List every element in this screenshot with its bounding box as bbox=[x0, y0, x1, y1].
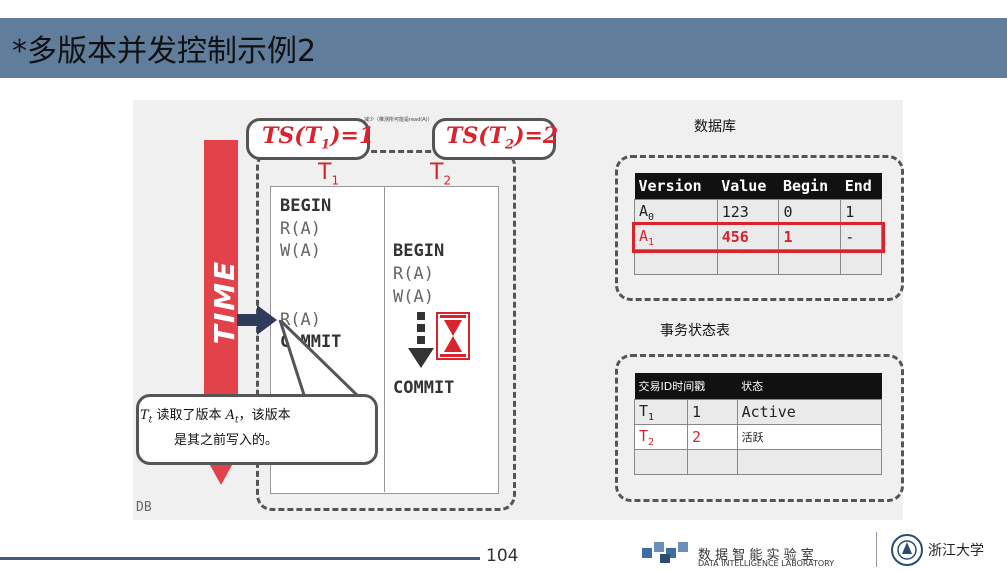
tiny-note: 减少（推测所可能是read(A)） bbox=[364, 117, 433, 123]
callout-line2: 是其之前写入的。 bbox=[174, 433, 279, 448]
t2-op-read: R(A) bbox=[393, 264, 434, 284]
txn-header-row: 交易ID时间戳 状态 bbox=[634, 373, 882, 400]
t2-header: T2 bbox=[430, 160, 452, 188]
db-label: DB bbox=[136, 500, 152, 515]
table-row: A0 123 0 1 bbox=[634, 199, 882, 225]
column-divider bbox=[384, 186, 385, 492]
txn-table-title: 事务状态表 bbox=[660, 323, 730, 339]
table-row-empty bbox=[634, 249, 882, 275]
lab-logo-icon bbox=[640, 538, 692, 568]
hourglass-icon bbox=[436, 312, 470, 364]
table-row: T1 1 Active bbox=[634, 399, 883, 425]
footer-divider bbox=[876, 532, 877, 567]
ts-t2-label: TS(T2)=2 bbox=[446, 123, 559, 153]
ts-t2-bubble bbox=[432, 118, 556, 160]
pointer-arrow-icon bbox=[237, 305, 277, 339]
callout-pointer bbox=[278, 320, 364, 400]
footer-line bbox=[0, 557, 480, 560]
t1-op-read: R(A) bbox=[280, 219, 321, 239]
callout-line1: Tt 读取了版本 At，该版本 bbox=[140, 408, 291, 426]
database-box bbox=[615, 155, 904, 301]
table-row: T2 2 活跃 bbox=[634, 424, 883, 450]
col-status: 状态 bbox=[737, 373, 882, 400]
ts-t1-label: TS(T1)=1 bbox=[262, 123, 375, 153]
table-row-empty bbox=[634, 449, 883, 475]
col-txn-ts: 交易ID时间戳 bbox=[634, 373, 738, 400]
t1-header: T1 bbox=[318, 160, 340, 188]
t2-op-write: W(A) bbox=[393, 287, 434, 307]
t2-op-begin: BEGIN bbox=[393, 241, 445, 261]
table-row-highlighted: A1 456 1 - bbox=[631, 221, 885, 253]
col-begin: Begin bbox=[778, 173, 841, 200]
ts-t1-bubble bbox=[246, 118, 370, 160]
txn-table-box bbox=[615, 354, 904, 502]
t2-op-commit: COMMIT bbox=[393, 378, 455, 398]
database-table: Version Value Begin End A0 123 0 1 A1 45… bbox=[631, 173, 885, 275]
col-end: End bbox=[840, 173, 882, 200]
wait-arrow-icon bbox=[406, 312, 436, 374]
database-header-row: Version Value Begin End bbox=[634, 173, 882, 200]
t1-op-begin: BEGIN bbox=[280, 196, 332, 216]
t1-op-write: W(A) bbox=[280, 241, 321, 261]
university-logo-icon bbox=[890, 533, 924, 571]
title-bar bbox=[0, 18, 1007, 78]
txn-status-table: 交易ID时间戳 状态 T1 1 Active T2 2 活跃 bbox=[634, 373, 883, 475]
callout-box bbox=[136, 394, 378, 465]
lab-name-en: DATA INTELLIGENCE LABORATORY bbox=[698, 559, 835, 567]
slide-title: *多版本并发控制示例2 bbox=[12, 34, 317, 69]
database-title: 数据库 bbox=[694, 119, 736, 135]
t1-op-read-again: R(A) bbox=[280, 310, 321, 330]
col-value: Value bbox=[717, 173, 779, 200]
lab-name: 数 据 智 能 实 验 室 bbox=[698, 548, 814, 563]
page-number: 104 bbox=[486, 546, 519, 566]
col-version: Version bbox=[634, 173, 718, 200]
university-name: 浙江大学 bbox=[928, 543, 984, 559]
